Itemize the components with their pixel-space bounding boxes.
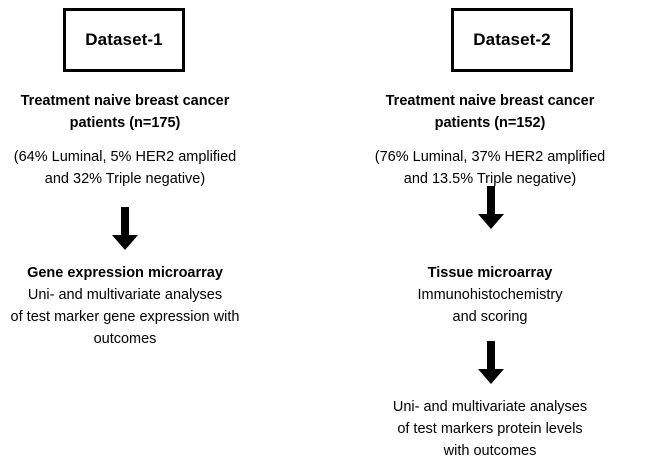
dataset-2-final-analysis: Uni- and multivariate analyses of test m… [365,396,615,462]
dataset-1-subtype-breakdown: (64% Luminal, 5% HER2 amplified and 32% … [0,146,250,190]
flow-column-dataset-1: Dataset-1 Treatment naive breast cancer … [0,8,250,350]
dataset-2-method-detail: Immunohistochemistry and scoring [365,284,615,328]
dataset-1-method-detail-line-1: Uni- and multivariate analyses [27,287,223,303]
dataset-2-method-title-line-1: Tissue microarray [427,265,553,281]
dataset-2-final-analysis-line-1: Uni- and multivariate analyses [392,399,588,415]
dataset-2-final-analysis-line-2: of test markers protein levels [397,421,583,437]
dataset-2-cohort-title-line-1: Treatment naive breast cancer [385,93,595,109]
dataset-1-subtype-line-2: and 32% Triple negative) [44,171,206,187]
arrow-dataset2-method-to-analysis-icon [477,341,505,385]
dataset-2-box: Dataset-2 [451,8,573,72]
dataset-2-subtype-line-1: (76% Luminal, 37% HER2 amplified [374,149,606,165]
dataset-1-method-detail-line-3: outcomes [93,331,157,347]
arrow-dataset2-to-method-icon [477,186,505,230]
dataset-1-cohort-title-line-2: patients (n=175) [69,115,181,131]
dataset-1-method-detail: Uni- and multivariate analyses of test m… [0,284,250,350]
dataset-2-method-detail-line-2: and scoring [452,309,528,325]
dataset-1-method-title-line-1: Gene expression microarray [27,265,223,281]
arrow-dataset1-to-method-icon [111,207,139,251]
dataset-2-cohort-title-line-2: patients (n=152) [434,115,546,131]
dataset-1-box: Dataset-1 [63,8,185,72]
dataset-2-subtype-breakdown: (76% Luminal, 37% HER2 amplified and 13.… [365,146,615,190]
dataset-1-box-label: Dataset-1 [85,30,163,49]
dataset-2-method-detail-line-1: Immunohistochemistry [417,287,563,303]
dataset-2-final-analysis-line-3: with outcomes [443,443,537,459]
dataset-1-cohort-title: Treatment naive breast cancer patients (… [0,90,250,134]
dataset-2-method-title: Tissue microarray [365,262,615,284]
dataset-1-method-detail-line-2: of test marker gene expression with [10,309,240,325]
dataset-1-subtype-line-1: (64% Luminal, 5% HER2 amplified [13,149,237,165]
dataset-1-method-title: Gene expression microarray [0,262,250,284]
dataset-2-box-label: Dataset-2 [473,30,551,49]
dataset-2-subtype-line-2: and 13.5% Triple negative) [403,171,577,187]
dataset-1-cohort-title-line-1: Treatment naive breast cancer [20,93,230,109]
dataset-2-cohort-title: Treatment naive breast cancer patients (… [365,90,615,134]
